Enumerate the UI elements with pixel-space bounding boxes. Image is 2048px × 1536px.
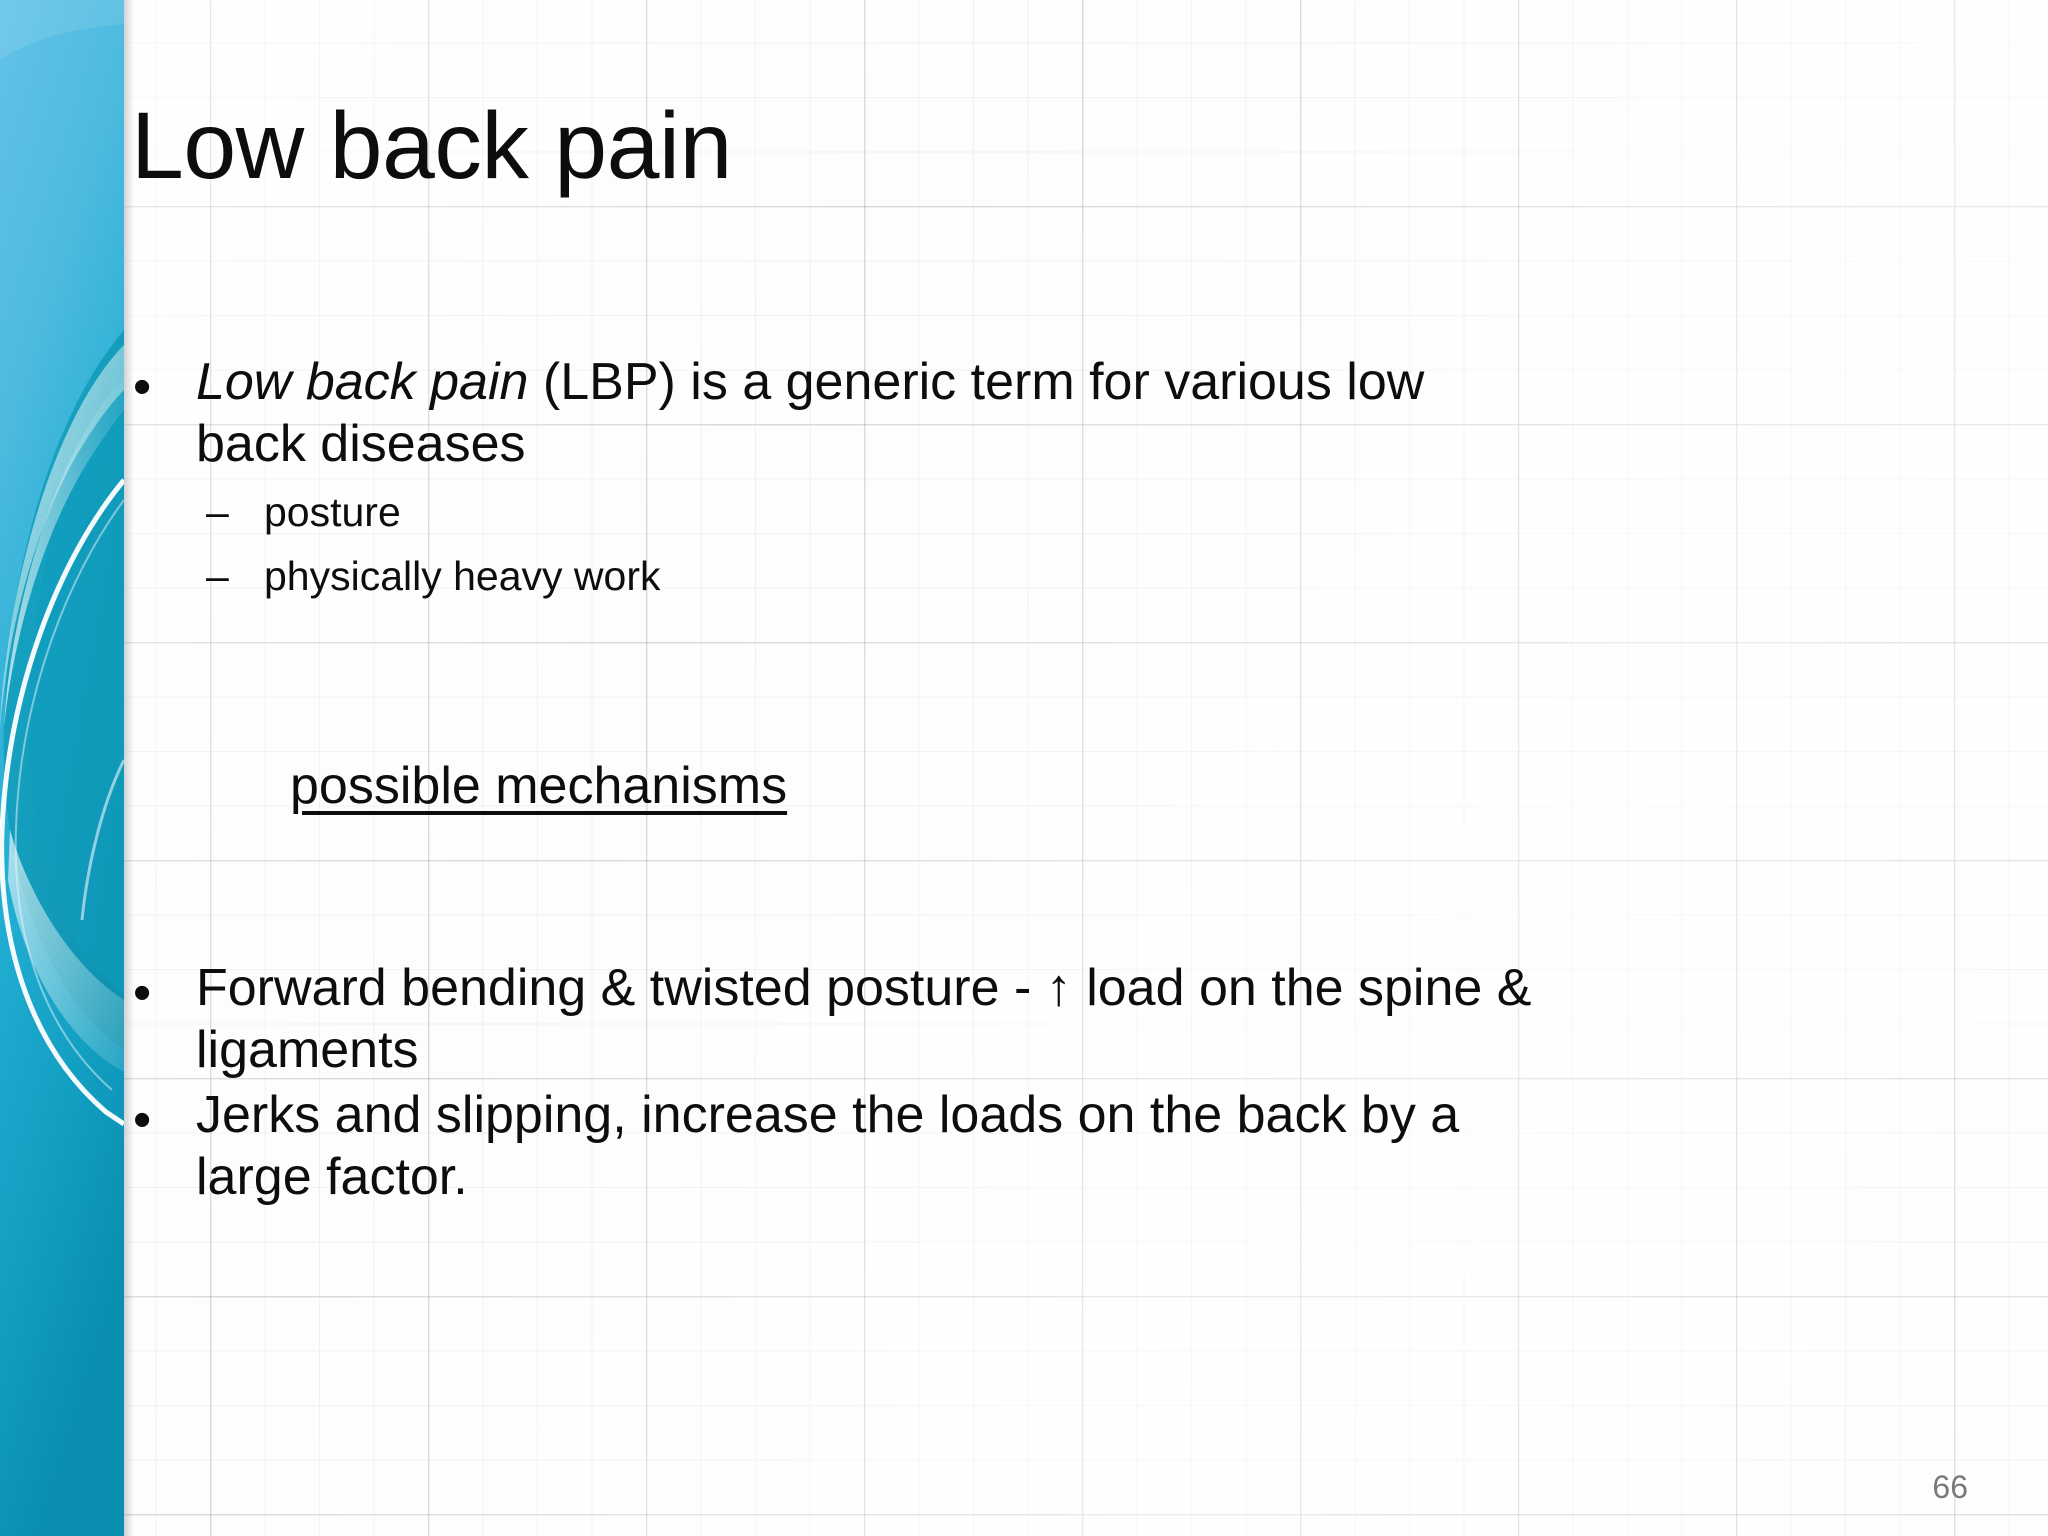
bullet-item-forward-bending: • Forward bending & twisted posture - ↑ … [124,958,1984,1081]
bullet-text: Low back pain (LBP) is a generic term fo… [196,352,1476,475]
left-decorative-band [0,0,124,1536]
band-artwork-svg [0,0,124,1536]
sub-bullet-list: – posture – physically heavy work [124,481,1984,608]
body-content: • Low back pain (LBP) is a generic term … [124,352,1984,1212]
emphasis-low-back-pain: Low back pain [196,353,529,411]
bullet-text: Jerks and slipping, increase the loads o… [196,1086,1460,1206]
bullet-text: Forward bending & twisted posture - ↑ lo… [196,958,1532,1079]
dash-marker-icon: – [206,489,229,536]
bullet-marker-icon: • [133,964,152,1023]
sub-bullet-label: physically heavy work [264,552,661,599]
bullet-item-jerks-slipping: • Jerks and slipping, increase the loads… [124,1085,1984,1208]
bullet-text-rest: (LBP) is a generic term for various low … [196,353,1425,473]
bullet-marker-icon: • [133,358,152,417]
spacer [124,818,1984,958]
slide-content: Low back pain • Low back pain (LBP) is a… [124,0,2048,1536]
dash-marker-icon: – [206,552,229,599]
mechanisms-heading-text: possible mechanisms [290,757,788,816]
bullet-marker-icon: • [133,1091,152,1150]
mechanisms-heading: possible mechanisms [124,756,1984,818]
sub-bullet-heavy-work: – physically heavy work [124,545,1984,609]
sub-bullet-label: posture [264,489,401,536]
page-title: Low back pain [131,93,732,199]
sub-bullet-posture: – posture [124,481,1984,545]
page-number: 66 [1932,1469,1968,1505]
bullet-item-definition: • Low back pain (LBP) is a generic term … [124,352,1984,475]
